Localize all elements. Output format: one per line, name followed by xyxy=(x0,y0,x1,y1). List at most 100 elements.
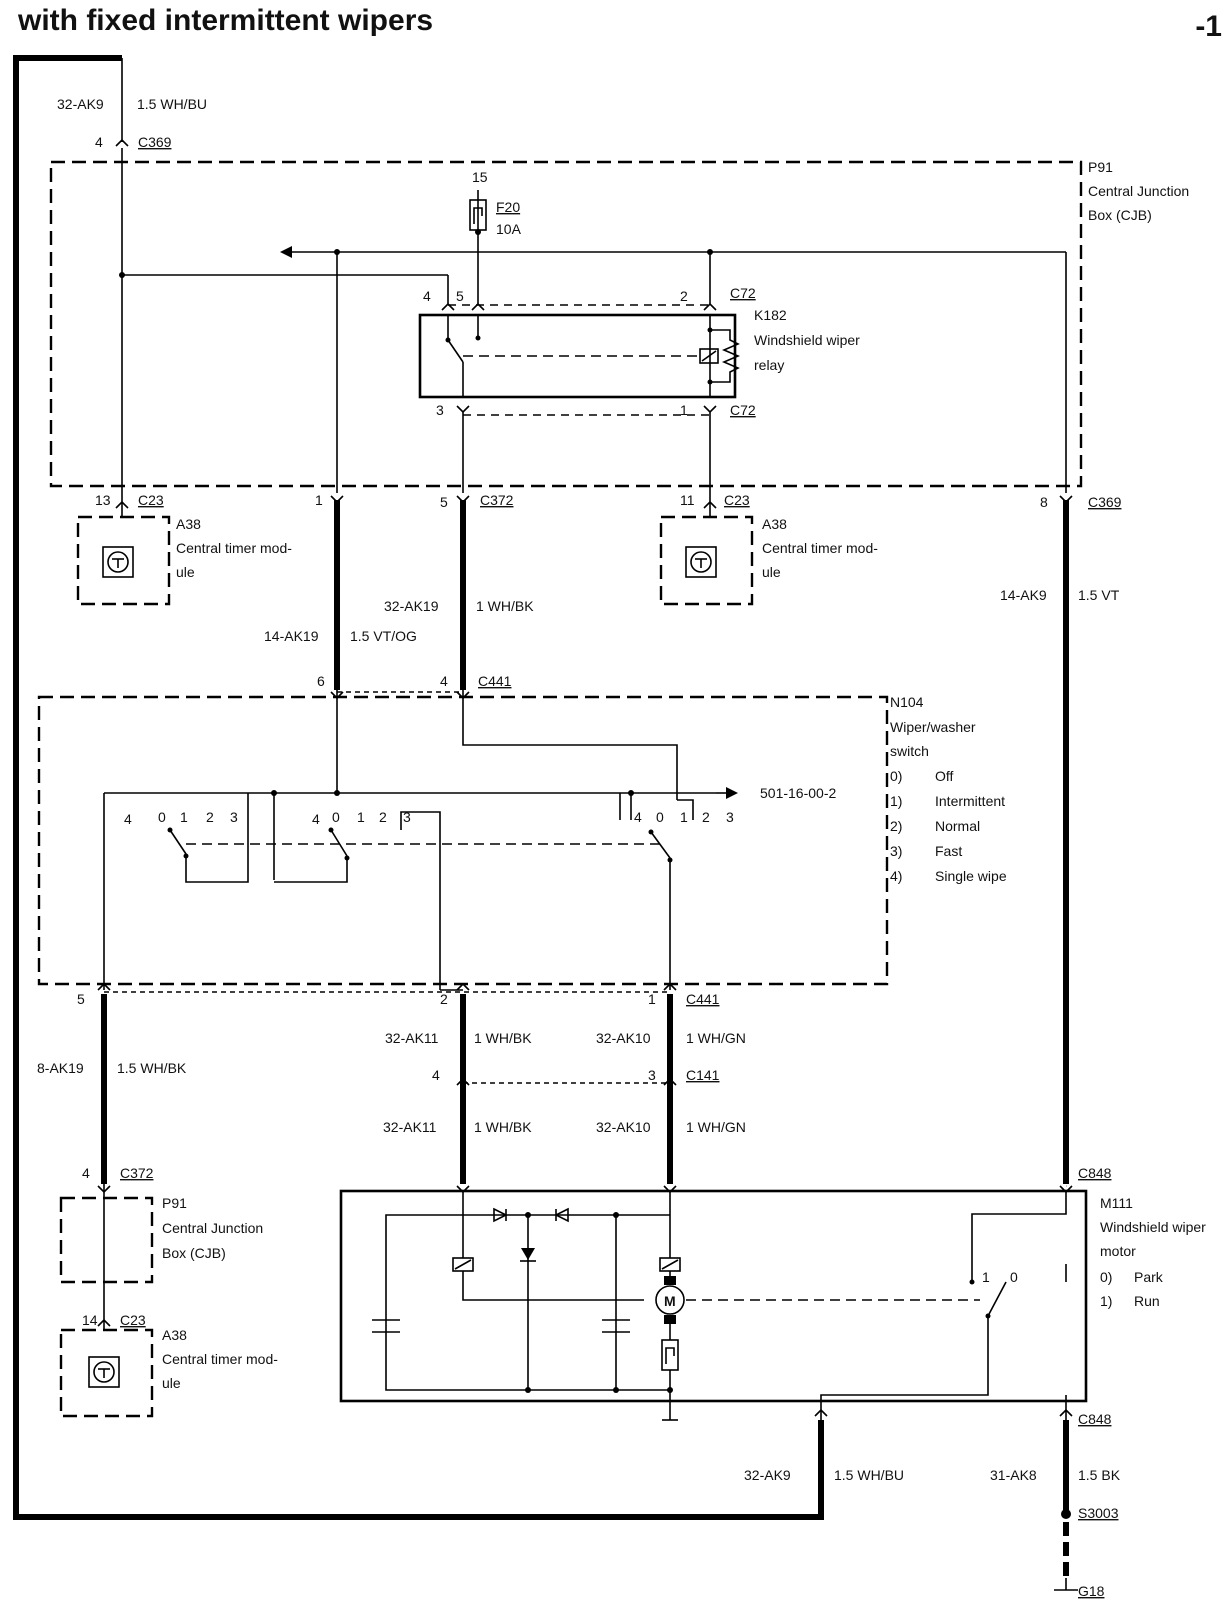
motor-position-legend: 0) Park 1) Run xyxy=(1100,1269,1164,1309)
pin-label: 2 xyxy=(440,991,448,1007)
wire-circuit-label: 32-AK10 xyxy=(596,1119,651,1135)
diode-icon xyxy=(493,1207,508,1223)
timer-mid-id: A38 xyxy=(762,516,787,532)
svg-text:Park: Park xyxy=(1134,1269,1164,1285)
connector-label: C441 xyxy=(686,991,720,1007)
contact-label: 1 xyxy=(357,809,365,825)
switch-group-b-icon xyxy=(274,811,441,990)
timer-mid-name: Central timer mod- xyxy=(762,540,878,556)
junction-dot xyxy=(525,1212,531,1218)
svg-text:M: M xyxy=(664,1293,676,1309)
svg-text:0): 0) xyxy=(1100,1269,1112,1285)
cross-reference: 501-16-00-2 xyxy=(760,785,836,801)
switch-name: switch xyxy=(890,743,929,759)
pin-label: 5 xyxy=(440,494,448,510)
timer-left-id: A38 xyxy=(176,516,201,532)
switch-feed-b xyxy=(462,690,678,800)
pin-label: 8 xyxy=(1040,494,1048,510)
svg-text:0): 0) xyxy=(890,768,902,784)
timer-left-name: Central timer mod- xyxy=(176,540,292,556)
pin-label: 4 xyxy=(440,673,448,689)
wire-spec-label: 1 WH/BK xyxy=(476,598,534,614)
svg-text:4): 4) xyxy=(890,868,902,884)
connector-label: C23 xyxy=(138,492,164,508)
motor-name: Windshield wiper xyxy=(1100,1219,1206,1235)
timer-bottom-name: ule xyxy=(162,1375,181,1391)
pin-label: 5 xyxy=(456,288,464,304)
cjb-top-name: Box (CJB) xyxy=(1088,207,1152,223)
page-reference: -1 xyxy=(1195,10,1222,43)
relay-id: K182 xyxy=(754,307,787,323)
contact-label: 2 xyxy=(379,809,387,825)
diode-icon xyxy=(554,1207,569,1223)
motor-brush-lead xyxy=(462,1271,644,1301)
cjb-bottom-box xyxy=(59,1196,154,1284)
wire-circuit-label: 32-AK19 xyxy=(384,598,439,614)
wire-circuit-label: 32-AK9 xyxy=(57,96,104,112)
fuse-id: F20 xyxy=(496,199,520,215)
pin-label: 1 xyxy=(648,991,656,1007)
motor-left-loop xyxy=(385,1214,463,1340)
central-timer-icon xyxy=(88,1356,120,1388)
junction-dot xyxy=(334,249,340,255)
contact-label: 3 xyxy=(230,809,238,825)
contact-label: 4 xyxy=(312,811,320,827)
contact-label: 2 xyxy=(702,809,710,825)
svg-text:Fast: Fast xyxy=(935,843,962,859)
relay-switch-icon xyxy=(445,316,481,396)
relay-coil-icon xyxy=(699,316,741,396)
outer-return-wire xyxy=(13,55,824,1520)
wire-spec-label: 1 WH/GN xyxy=(686,1119,746,1135)
wire-spec-label: 1 WH/BK xyxy=(474,1119,532,1135)
switch-position-legend: 0) Off 1) Intermittent 2) Normal 3) Fast… xyxy=(890,768,1007,884)
pin-label: 4 xyxy=(423,288,431,304)
wire-circuit-label: 31-AK8 xyxy=(990,1467,1037,1483)
pin-label: 1 xyxy=(680,402,688,418)
page-title: with fixed intermittent wipers xyxy=(17,4,433,37)
timer-mid-box xyxy=(659,515,754,606)
svg-text:1): 1) xyxy=(890,793,902,809)
fuse-icon xyxy=(469,199,487,231)
junction-dot xyxy=(334,790,340,796)
wire-circuit-label: 14-AK19 xyxy=(264,628,319,644)
choke-icon xyxy=(659,1257,681,1272)
motor-pin-0: 0 xyxy=(1010,1269,1018,1285)
connector-label: C369 xyxy=(138,134,172,150)
junction-dot xyxy=(667,1387,673,1393)
pin-label: 4 xyxy=(95,134,103,150)
connector-label: C23 xyxy=(724,492,750,508)
fuse-feed-label: 15 xyxy=(472,169,488,185)
connector-label: C848 xyxy=(1078,1411,1112,1427)
timer-left-box xyxy=(76,515,171,606)
central-timer-icon xyxy=(685,546,717,578)
connector-label: C372 xyxy=(120,1165,154,1181)
svg-text:Run: Run xyxy=(1134,1293,1160,1309)
connector-arrows xyxy=(97,138,1073,1417)
pin-label: 4 xyxy=(82,1165,90,1181)
wire-circuit-label: 14-AK9 xyxy=(1000,587,1047,603)
svg-text:Single wipe: Single wipe xyxy=(935,868,1007,884)
contact-label: 0 xyxy=(158,809,166,825)
thermal-switch-icon xyxy=(661,1339,679,1371)
splice-dot xyxy=(1061,1509,1071,1519)
contact-label: 4 xyxy=(124,811,132,827)
svg-text:Intermittent: Intermittent xyxy=(935,793,1005,809)
wire-circuit-label: 32-AK9 xyxy=(744,1467,791,1483)
wire-spec-label: 1.5 WH/BK xyxy=(117,1060,187,1076)
contact-label: 3 xyxy=(403,809,411,825)
capacitor-icon xyxy=(602,1319,630,1333)
motor-id: M111 xyxy=(1100,1195,1133,1211)
wire-circuit-label: 32-AK10 xyxy=(596,1030,651,1046)
pin-label: 14 xyxy=(82,1312,98,1328)
connector-label: C23 xyxy=(120,1312,146,1328)
cjb-bottom-name: Central Junction xyxy=(162,1220,263,1236)
wire-spec-label: 1 WH/BK xyxy=(474,1030,532,1046)
splice-label: S3003 xyxy=(1078,1505,1119,1521)
contact-label: 0 xyxy=(656,809,664,825)
timer-bottom-id: A38 xyxy=(162,1327,187,1343)
cjb-top-name: Central Junction xyxy=(1088,183,1189,199)
wire-spec-label: 1 WH/GN xyxy=(686,1030,746,1046)
park-switch-feed xyxy=(971,1191,1067,1282)
pin-label: 2 xyxy=(680,288,688,304)
